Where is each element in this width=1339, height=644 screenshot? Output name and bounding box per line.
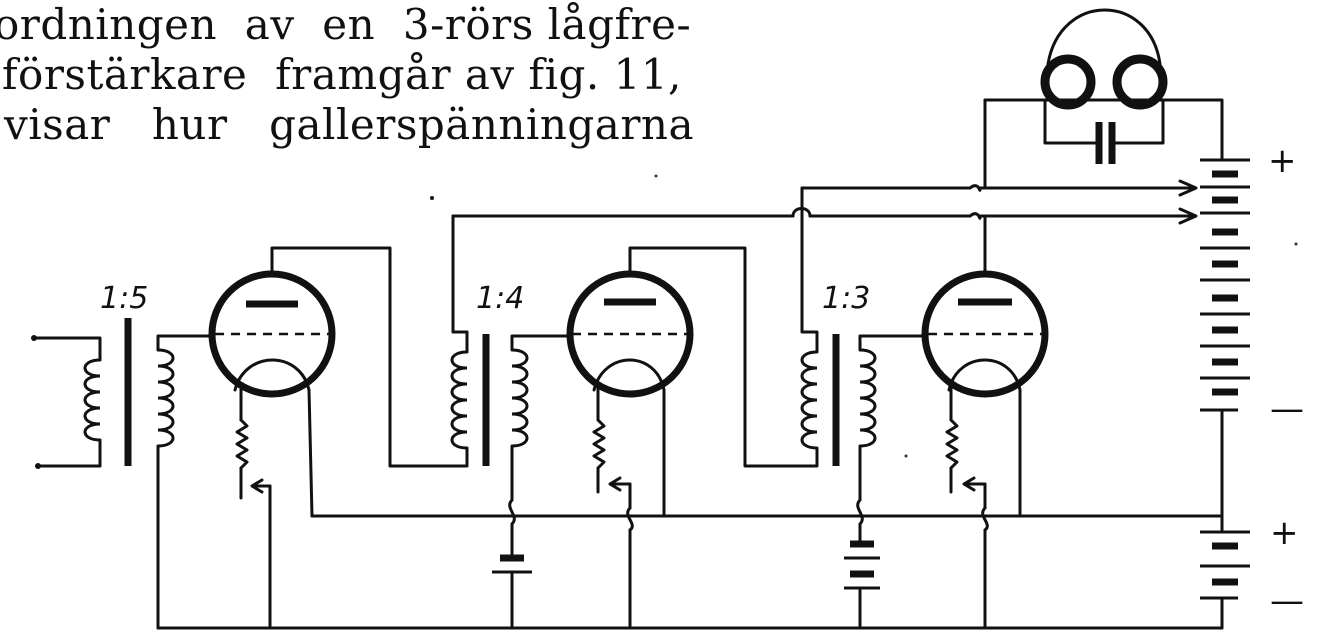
ratio-label-2: 1:4 — [476, 281, 524, 316]
transformer-1 — [83, 318, 217, 630]
transformer-2 — [428, 214, 574, 630]
supply-buses — [156, 179, 1224, 630]
text-line-3: visar hur gallerspänningarna — [4, 100, 694, 149]
print-speck — [904, 454, 908, 458]
print-speck — [1294, 242, 1298, 246]
tube-1 — [208, 246, 432, 630]
anode-battery — [1200, 158, 1250, 510]
print-speck — [654, 174, 658, 178]
headphones — [983, 8, 1224, 164]
anode-plus-sign: + — [1268, 141, 1297, 181]
tube-2 — [566, 246, 792, 630]
filament-minus-sign: — — [1270, 581, 1304, 621]
anode-minus-sign: — — [1270, 389, 1304, 429]
tube-3 — [921, 98, 1049, 630]
print-speck — [430, 196, 434, 200]
text-line-1: ordningen av en 3-rörs lågfre- — [0, 0, 692, 49]
text-line-2: förstärkare framgår av fig. 11, — [2, 50, 682, 99]
ratio-label-3: 1:3 — [822, 281, 870, 316]
filament-plus-sign: + — [1270, 513, 1299, 553]
transformer-3 — [788, 186, 930, 630]
input-terminals — [31, 335, 87, 469]
filament-battery — [1200, 506, 1250, 630]
ratio-label-1: 1:5 — [100, 281, 148, 316]
